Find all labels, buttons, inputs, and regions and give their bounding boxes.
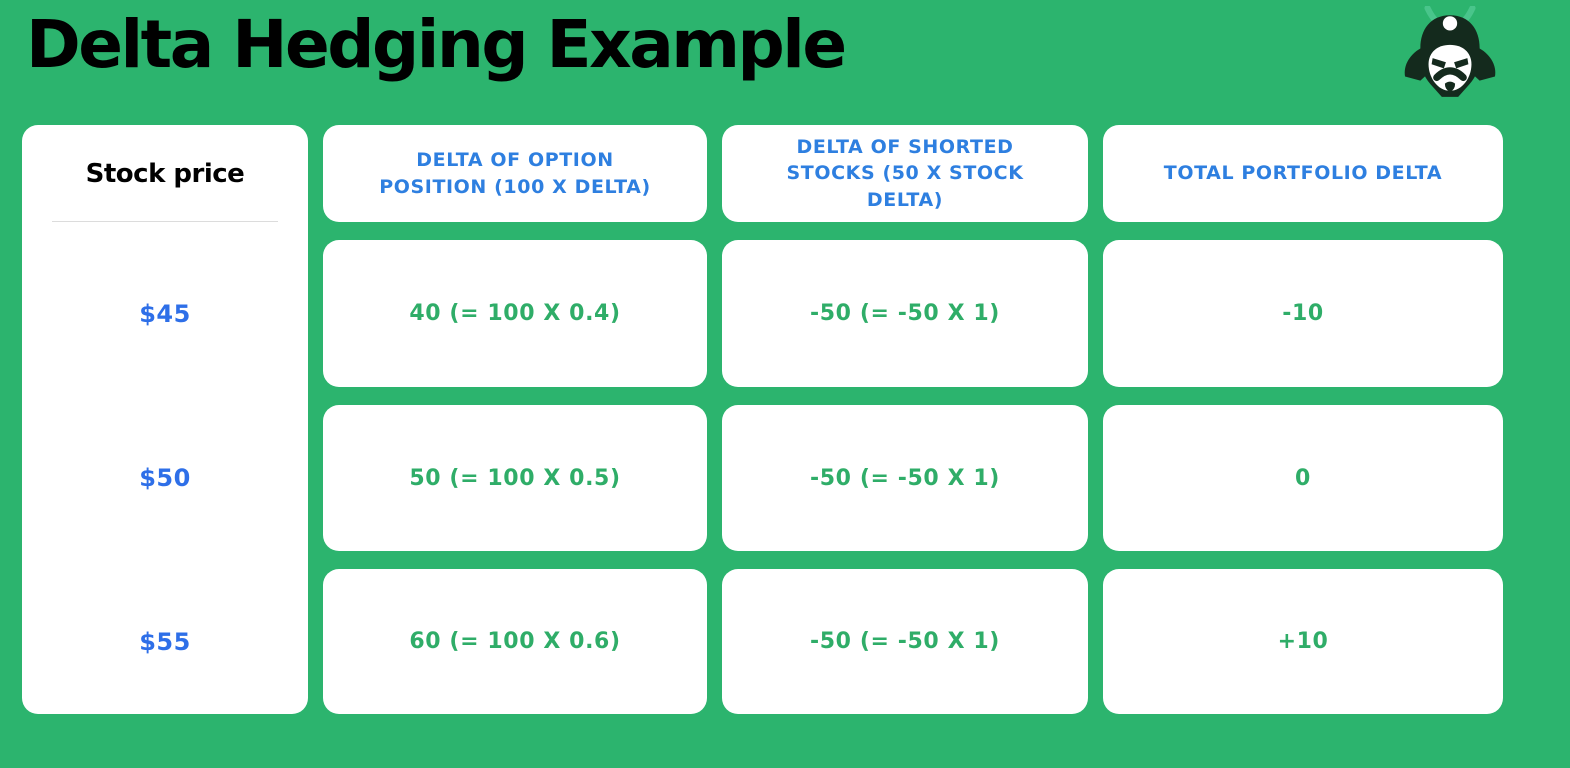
- cell-shorted-delta-row1: -50 (= -50 X 1): [722, 240, 1088, 387]
- stock-price-value-50: $50: [139, 464, 191, 492]
- header-line: DELTA OF OPTION: [416, 149, 614, 172]
- samurai-helmet-icon: [1396, 6, 1504, 100]
- header-line: DELTA): [866, 188, 944, 211]
- stock-price-column-card: Stock price $45 $50 $55: [22, 125, 308, 714]
- header-line: TOTAL PORTFOLIO DELTA: [1163, 162, 1443, 185]
- stock-price-header-cell: Stock price: [22, 125, 308, 222]
- header-line: DELTA OF SHORTED: [796, 136, 1014, 159]
- page-title: Delta Hedging Example: [26, 6, 847, 83]
- cell-option-delta-row1: 40 (= 100 X 0.4): [323, 240, 707, 387]
- header-line: POSITION (100 X DELTA): [379, 175, 651, 198]
- column-header-shorted-stocks-delta: DELTA OF SHORTED STOCKS (50 X STOCK DELT…: [722, 125, 1088, 222]
- cell-total-delta-row1: -10: [1103, 240, 1503, 387]
- stock-price-header-label: Stock price: [85, 158, 245, 189]
- column-header-total-portfolio-delta: TOTAL PORTFOLIO DELTA: [1103, 125, 1503, 222]
- cell-shorted-delta-row3: -50 (= -50 X 1): [722, 569, 1088, 714]
- cell-total-delta-row3: +10: [1103, 569, 1503, 714]
- delta-hedging-table: Stock price $45 $50 $55 DELTA OF OPTION …: [22, 125, 1503, 714]
- cell-total-delta-row2: 0: [1103, 405, 1503, 551]
- column-header-option-position-delta: DELTA OF OPTION POSITION (100 X DELTA): [323, 125, 707, 222]
- cell-option-delta-row2: 50 (= 100 X 0.5): [323, 405, 707, 551]
- cell-shorted-delta-row2: -50 (= -50 X 1): [722, 405, 1088, 551]
- stock-price-value-45: $45: [139, 299, 191, 328]
- header-line: STOCKS (50 X STOCK: [786, 162, 1024, 185]
- stock-price-value-55: $55: [139, 627, 191, 656]
- stock-column-divider: [52, 221, 278, 222]
- cell-option-delta-row3: 60 (= 100 X 0.6): [323, 569, 707, 714]
